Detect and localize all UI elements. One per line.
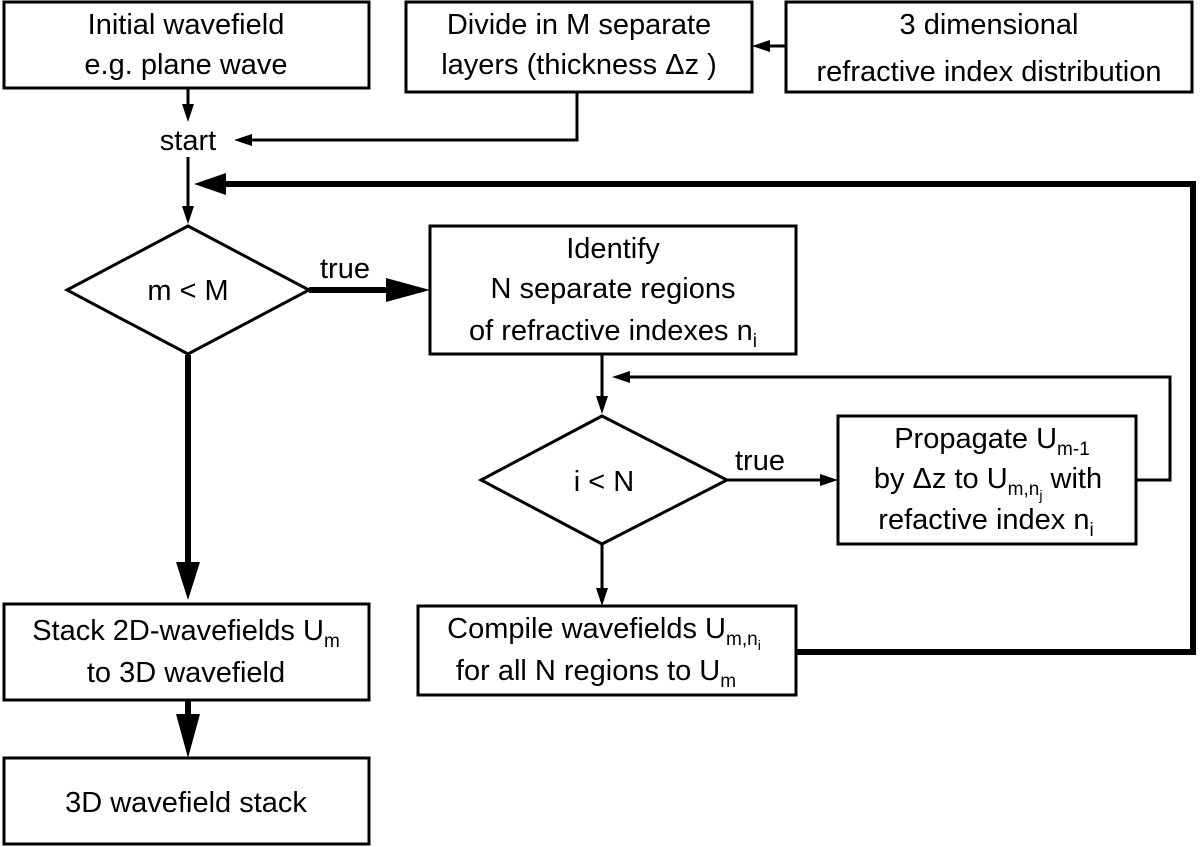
- node-result: 3D wavefield stack: [2, 756, 371, 846]
- initial-wavefield-line2: e.g. plane wave: [84, 49, 287, 81]
- divide-layers-line1: Divide in M separate: [447, 9, 711, 41]
- true-label-m: true: [320, 253, 370, 285]
- result-label: 3D wavefield stack: [65, 787, 307, 819]
- arrow-decision-m-false: [176, 355, 200, 600]
- arrow-decision-i-true: [727, 474, 838, 486]
- arrow-decision-m-true: [309, 278, 430, 302]
- true-label-i: true: [735, 445, 785, 477]
- loop-arrow-propagate-to-decision-i: [612, 371, 1172, 482]
- identify-line2: N separate regions: [490, 273, 735, 305]
- identify-line3: of refractive indexes ni: [469, 315, 757, 352]
- node-initial-wavefield: Initial wavefield e.g. plane wave: [2, 0, 371, 90]
- node-stack: Stack 2D-wavefields Um to 3D wavefield: [2, 602, 371, 702]
- node-divide-layers: Divide in M separate layers (thickness Δ…: [404, 0, 754, 94]
- refractive-distribution-line1: 3 dimensional: [900, 9, 1079, 41]
- compile-line1: Compile wavefields Um,ni: [447, 613, 761, 653]
- node-compile: Compile wavefields Um,ni for all N regio…: [416, 604, 798, 697]
- propagate-line3: refactive index ni: [878, 504, 1093, 541]
- initial-wavefield-line1: Initial wavefield: [88, 9, 285, 41]
- arrow-start-to-decision-m: [182, 157, 194, 224]
- node-refractive-distribution: 3 dimensional refractive index distribut…: [784, 0, 1194, 94]
- node-identify-regions: Identify N separate regions of refractiv…: [428, 224, 798, 356]
- decision-m-label: m < M: [147, 275, 228, 307]
- decision-i-label: i < N: [574, 466, 634, 498]
- decision-m-less-than-M: m < M: [63, 224, 313, 356]
- refractive-distribution-line2: refractive index distribution: [817, 56, 1162, 88]
- arrow-divide-to-start: [234, 93, 579, 146]
- arrow-initial-to-start: [182, 88, 194, 122]
- compile-line2: for all N regions to Um: [456, 655, 736, 692]
- stack-line1: Stack 2D-wavefields Um: [32, 615, 340, 652]
- divide-layers-line2: layers (thickness Δz ): [441, 49, 717, 81]
- loop-arrow-compile-to-main: [194, 173, 1196, 655]
- decision-i-less-than-N: i < N: [477, 414, 731, 546]
- propagate-line1: Propagate Um-1: [894, 423, 1090, 460]
- arrow-decision-i-false: [596, 544, 608, 606]
- node-propagate: Propagate Um-1 by Δz to Um,nj with refac…: [836, 414, 1138, 546]
- identify-line1: Identify: [566, 233, 660, 265]
- arrow-distribution-to-divide: [752, 40, 786, 52]
- propagate-line2: by Δz to Um,nj with: [874, 463, 1102, 503]
- arrow-stack-to-result: [176, 700, 200, 758]
- start-label: start: [160, 125, 216, 157]
- arrow-identify-to-decision-i: [596, 354, 608, 414]
- stack-line2: to 3D wavefield: [87, 657, 285, 689]
